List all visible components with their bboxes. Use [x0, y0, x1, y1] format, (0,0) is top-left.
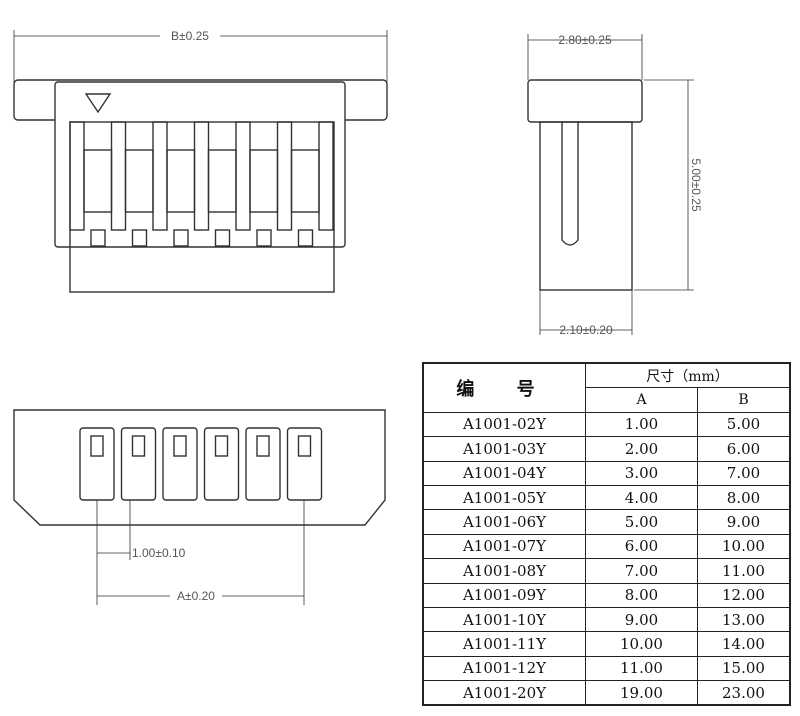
contact-slot: [290, 149, 320, 213]
cell-part: A1001-10Y: [422, 606, 586, 633]
cell-part: A1001-06Y: [422, 509, 586, 535]
front-view: B±0.25: [13, 26, 388, 293]
cell-part: A1001-02Y: [422, 411, 586, 438]
dim-span: A±0.20: [177, 589, 215, 603]
pin: [256, 435, 270, 457]
dim-front-width: B±0.25: [171, 29, 209, 43]
cell-part: A1001-03Y: [422, 436, 586, 462]
slot-notch: [131, 229, 148, 247]
cell-b: 7.00: [697, 460, 791, 486]
contact-slot: [207, 149, 237, 213]
slot-notch: [214, 229, 231, 247]
cell-a: 3.00: [585, 460, 698, 486]
pin-cavity: [120, 427, 157, 501]
cell-b: 14.00: [697, 631, 791, 657]
contact-slot: [124, 149, 154, 213]
cell-a: 2.00: [585, 436, 698, 462]
cell-b: 12.00: [697, 582, 791, 608]
cell-b: 11.00: [697, 558, 791, 584]
cell-a: 19.00: [585, 680, 698, 706]
cell-a: 4.00: [585, 484, 698, 511]
cell-b: 23.00: [697, 680, 791, 706]
cell-a: 7.00: [585, 558, 698, 584]
bottom-view: 1.00±0.10 A±0.20: [13, 409, 386, 605]
cell-b: 5.00: [697, 411, 791, 438]
part-number-header: 编 号: [422, 362, 586, 413]
pin: [90, 435, 104, 457]
cell-b: 13.00: [697, 606, 791, 633]
cell-part: A1001-09Y: [422, 582, 586, 608]
pin-cavity: [79, 427, 115, 501]
cell-part: A1001-12Y: [422, 655, 586, 682]
slot-notch: [90, 229, 106, 247]
cell-b: 9.00: [697, 509, 791, 535]
cell-a: 8.00: [585, 582, 698, 608]
pin: [297, 435, 312, 457]
cell-a: 11.00: [585, 655, 698, 682]
contact-slot: [249, 149, 279, 213]
dim-side-height: 5.00±0.25: [689, 158, 703, 212]
pin-cavity: [286, 427, 323, 501]
slot-notch: [297, 229, 314, 247]
cell-a: 1.00: [585, 411, 698, 438]
pin-cavity: [203, 427, 240, 501]
cell-part: A1001-20Y: [422, 680, 586, 706]
cell-b: 15.00: [697, 655, 791, 682]
cell-a: 5.00: [585, 509, 698, 535]
side-view: 2.80±0.25 5.00±0.25 2.10±0.20: [527, 33, 703, 337]
dim-side-width: 2.80±0.25: [558, 33, 612, 47]
pin-cavity: [245, 427, 281, 501]
cell-b: 8.00: [697, 484, 791, 511]
cell-a: 10.00: [585, 631, 698, 657]
contact-slot: [166, 149, 196, 213]
cell-a: 6.00: [585, 533, 698, 560]
cell-part: A1001-11Y: [422, 631, 586, 657]
cell-part: A1001-08Y: [422, 558, 586, 584]
cell-part: A1001-04Y: [422, 460, 586, 486]
dim-side-base: 2.10±0.20: [559, 323, 613, 337]
cell-a: 9.00: [585, 606, 698, 633]
col-b-header: B: [697, 387, 791, 413]
pin: [131, 435, 146, 457]
slot-notch: [256, 229, 272, 247]
pin: [214, 435, 229, 457]
dim-pitch: 1.00±0.10: [132, 546, 186, 560]
pin: [173, 435, 187, 457]
slot-notch: [173, 229, 189, 247]
cell-b: 6.00: [697, 436, 791, 462]
cell-b: 10.00: [697, 533, 791, 560]
size-header: 尺寸（mm）: [585, 362, 791, 389]
pin-cavity: [162, 427, 198, 501]
contact-slot: [83, 149, 113, 213]
cell-part: A1001-07Y: [422, 533, 586, 560]
cell-part: A1001-05Y: [422, 484, 586, 511]
col-a-header: A: [585, 387, 698, 413]
